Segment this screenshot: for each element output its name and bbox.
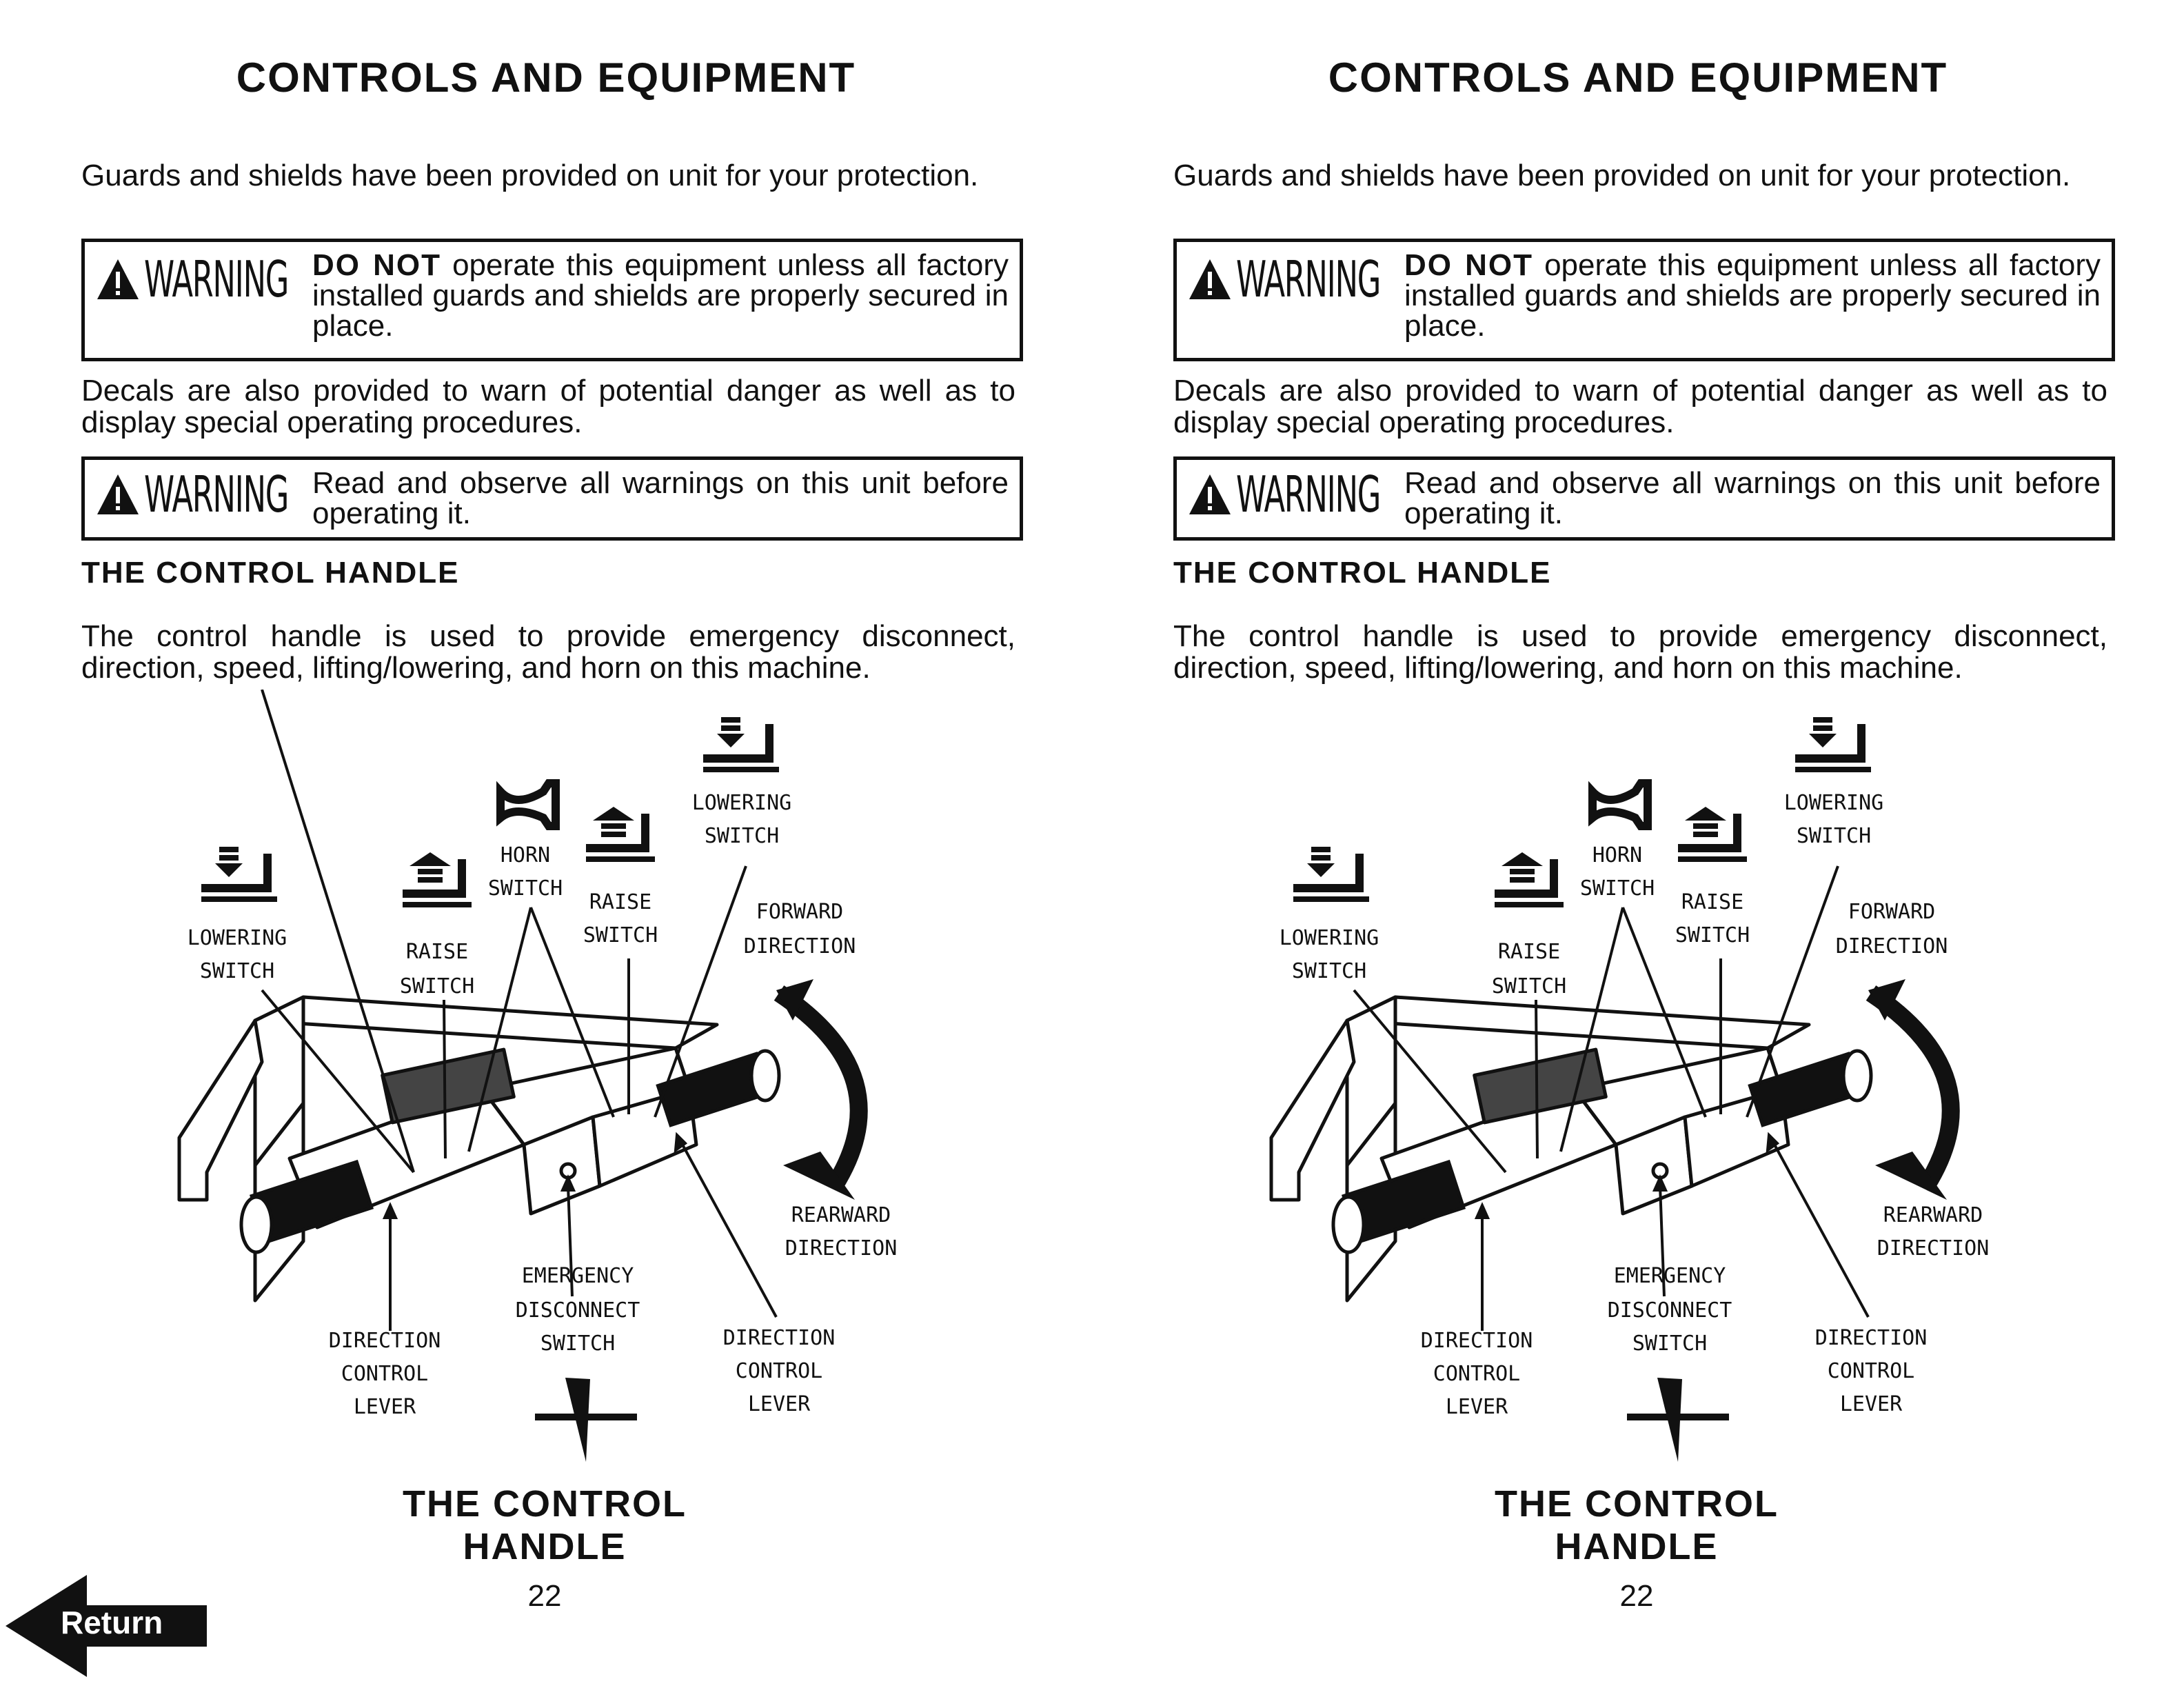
diagram-caption: THE CONTROL HANDLE: [403, 1483, 687, 1567]
manual-page-right: CONTROLS AND EQUIPMENT Guards and shield…: [1092, 0, 2184, 1688]
warning-text: DO NOT operate this equipment unless all…: [1404, 250, 2101, 341]
warning-badge: WARNING: [1188, 470, 1468, 519]
lowering-switch-top-icon: [703, 717, 779, 772]
decals-paragraph: Decals are also provided to warn of pote…: [1173, 374, 2107, 439]
section-paragraph: The control handle is used to provide em…: [81, 619, 1015, 685]
back-arrow-icon: [6, 1575, 207, 1677]
warning-triangle-icon: [97, 474, 139, 514]
forward-arrow-icon: [1866, 979, 1960, 1200]
control-handle-body: [1269, 995, 1811, 1303]
speed-symbol-icon: [535, 1378, 637, 1462]
return-label: Return: [61, 1605, 163, 1640]
warning-box-read: WARNING Read and observe all warnings on…: [1173, 456, 2115, 541]
warning-text: Read and observe all warnings on this un…: [1404, 466, 2101, 530]
spring-grip-left: [239, 1159, 374, 1254]
speed-symbol-icon: [1627, 1378, 1729, 1462]
page-number: 22: [1619, 1579, 1654, 1613]
warning-box-guards: WARNING DO NOT operate this equipment un…: [81, 239, 1023, 361]
warning-triangle-icon: [1189, 259, 1231, 299]
warning-lead: DO NOT: [312, 248, 441, 282]
intro-paragraph: Guards and shields have been provided on…: [1173, 159, 2071, 192]
warning-badge: WARNING: [96, 470, 376, 519]
horn-icon: [1588, 779, 1652, 830]
lowering-switch-top-icon: [1795, 717, 1871, 772]
lowering-switch-icon: [201, 847, 277, 902]
intro-paragraph: Guards and shields have been provided on…: [81, 159, 979, 192]
page-number: 22: [527, 1579, 562, 1613]
warning-badge: WARNING: [1188, 254, 1468, 304]
return-button[interactable]: Return: [6, 1575, 212, 1677]
warning-word: WARNING: [1236, 250, 1381, 308]
control-handle-body: [177, 995, 719, 1303]
diagram-caption: THE CONTROL HANDLE: [1495, 1483, 1779, 1567]
section-heading: THE CONTROL HANDLE: [1173, 556, 1552, 590]
page-title: CONTROLS AND EQUIPMENT: [1328, 54, 1948, 101]
warning-word: WARNING: [144, 250, 289, 308]
section-paragraph: The control handle is used to provide em…: [1173, 619, 2107, 685]
leader-lines: [261, 690, 778, 1331]
warning-body: operate this equipment unless all factor…: [1404, 248, 2101, 343]
raise-switch-icon: [586, 807, 655, 862]
warning-badge: WARNING: [96, 254, 376, 304]
warning-box-read: WARNING Read and observe all warnings on…: [81, 456, 1023, 541]
raise-switch-icon: [1495, 852, 1564, 907]
warning-body: operate this equipment unless all factor…: [312, 248, 1009, 343]
spring-grip-left: [1331, 1159, 1466, 1254]
warning-word: WARNING: [1236, 465, 1381, 523]
horn-icon: [496, 779, 560, 830]
leader-lines: [1353, 865, 1870, 1331]
forward-arrow-icon: [774, 979, 868, 1200]
warning-text: DO NOT operate this equipment unless all…: [312, 250, 1009, 341]
section-heading: THE CONTROL HANDLE: [81, 556, 460, 590]
warning-triangle-icon: [1189, 474, 1231, 514]
warning-lead: DO NOT: [1404, 248, 1533, 282]
manual-page-left: CONTROLS AND EQUIPMENT Guards and shield…: [81, 54, 1023, 1613]
decals-paragraph: Decals are also provided to warn of pote…: [81, 374, 1015, 439]
lowering-switch-icon: [1293, 847, 1369, 902]
warning-word: WARNING: [144, 465, 289, 523]
warning-triangle-icon: [97, 259, 139, 299]
warning-box-guards: WARNING DO NOT operate this equipment un…: [1173, 239, 2115, 361]
spring-grip-right: [656, 1049, 781, 1127]
raise-switch-icon: [403, 852, 472, 907]
warning-text: Read and observe all warnings on this un…: [312, 466, 1009, 530]
page-title: CONTROLS AND EQUIPMENT: [236, 54, 856, 101]
raise-switch-icon: [1678, 807, 1747, 862]
spring-grip-right: [1748, 1049, 1873, 1127]
